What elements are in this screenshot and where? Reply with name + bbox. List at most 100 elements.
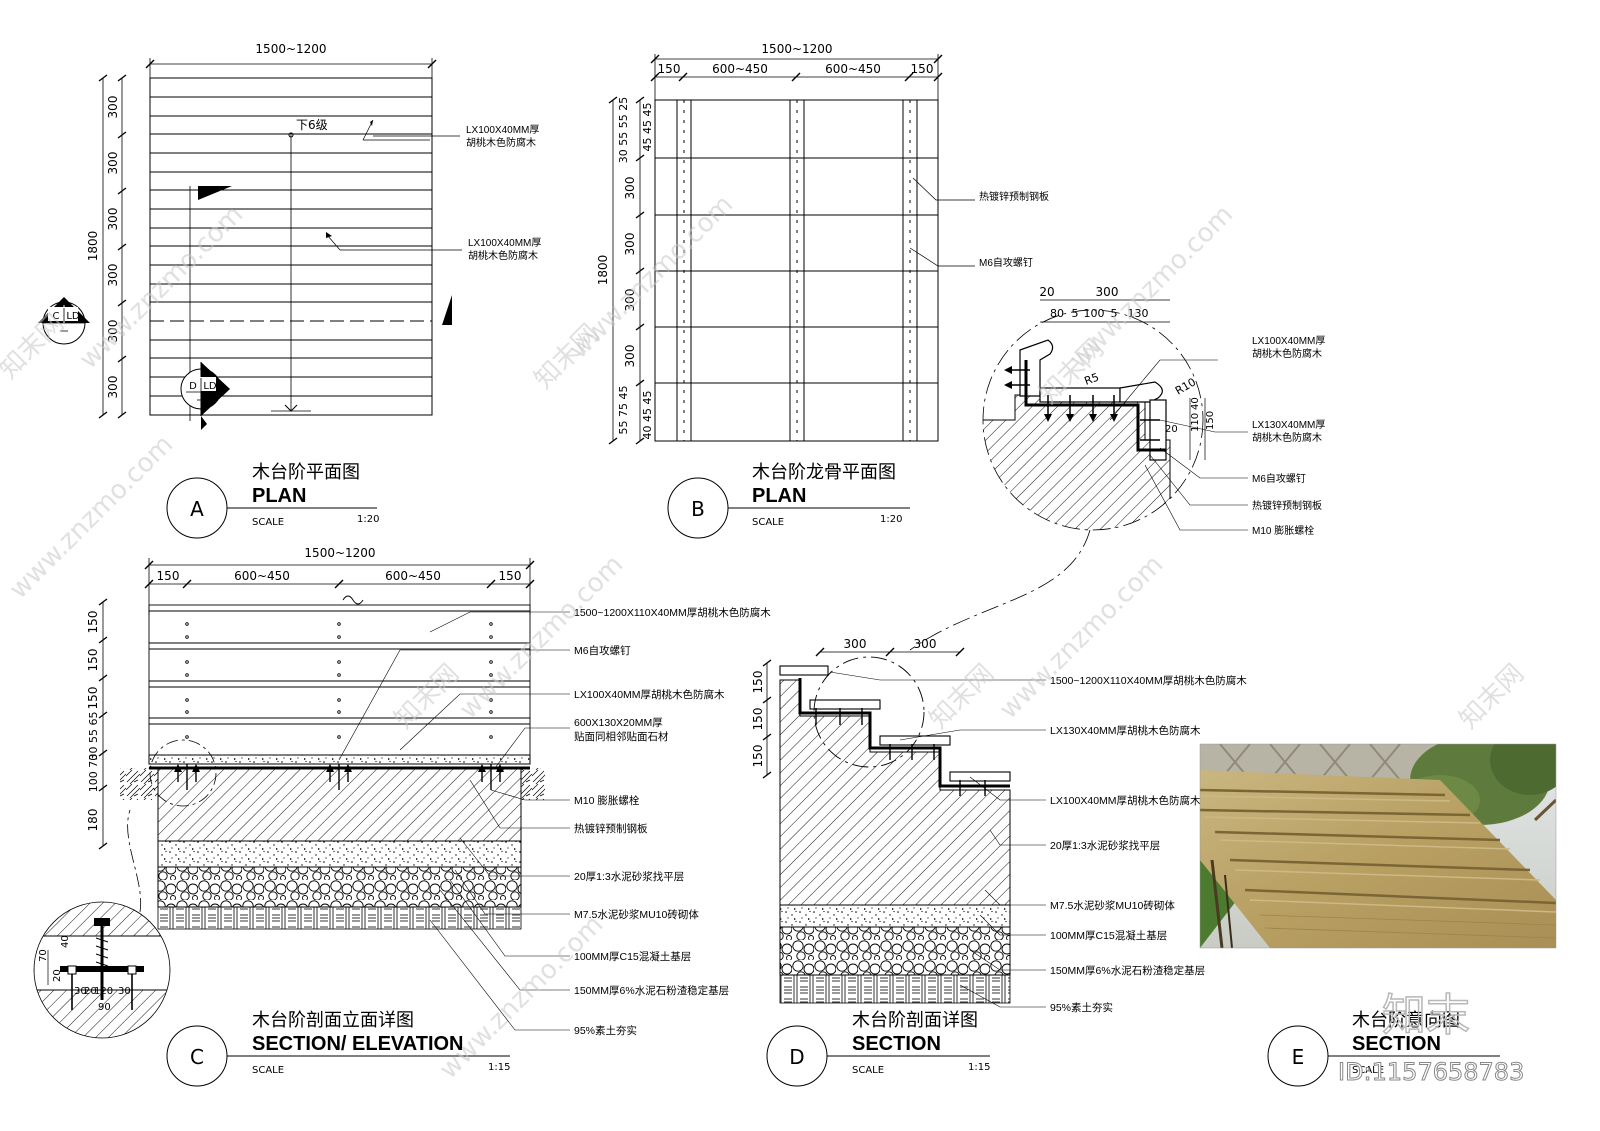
section-d-top-dim: 300 [914, 637, 937, 651]
plan-b-top-small-dims: 30 55 55 25 [617, 97, 630, 163]
section-c-label: M10 膨胀螺栓 [574, 794, 640, 807]
plan-b-row-dim: 300 [623, 289, 637, 312]
panel-b-title-en: PLAN [752, 485, 806, 507]
watermark-logo: 知末 [1382, 990, 1470, 1041]
section-c-label: M7.5水泥砂浆MU10砖砌体 [574, 908, 699, 921]
plan-b-top-dim: 600~450 [712, 62, 768, 76]
section-d-top-dim: 300 [844, 637, 867, 651]
detail-dim: 300 [1096, 285, 1119, 299]
panel-a-plan: 1500~1200 1800 300 300 300 300 300 300 [38, 42, 541, 539]
mini-detail-dim: 120 [94, 986, 113, 997]
section-d-label: LX130X40MM厚胡桃木色防腐木 [1050, 724, 1201, 737]
plan-b-row-dim: 300 [623, 345, 637, 368]
detail-dim: 80 [1050, 307, 1064, 320]
section-c-left-dim: 150 [86, 611, 100, 634]
watermark-brand: 知末网 [529, 319, 605, 395]
detail-dim: 130 [1128, 307, 1149, 320]
panel-e-id: E [1292, 1045, 1305, 1069]
section-marker-d-letter: D [189, 381, 197, 392]
plan-b-top-dim: 600~450 [825, 62, 881, 76]
panel-c-scale-label: SCALE [252, 1065, 284, 1076]
watermark-brand: 知末网 [389, 659, 465, 735]
detail-label: M6自攻螺钉 [1252, 472, 1306, 485]
mini-detail-dim: 30 [118, 986, 131, 997]
down-steps-label: 下6级 [296, 118, 328, 132]
section-c-label: 热镀锌预制钢板 [574, 822, 648, 835]
watermark-url: www.znzmo.com [4, 430, 179, 605]
panel-d-id: D [789, 1045, 804, 1069]
detail-label: LX130X40MM厚 [1252, 419, 1325, 431]
section-c-left-dim: 30 55 65 [87, 712, 100, 761]
section-c-width-dim: 1500~1200 [304, 546, 375, 560]
plan-a-row-dim: 300 [106, 376, 120, 399]
plan-a-row-dim: 300 [106, 208, 120, 231]
watermark-brand: 知末网 [924, 659, 1000, 735]
plan-a-board-label: LX100X40MM厚 [468, 237, 541, 249]
section-d-label: M7.5水泥砂浆MU10砖砌体 [1050, 899, 1175, 912]
section-d-left-dim: 150 [751, 745, 765, 768]
step-nosing-detail: 20 300 80 5 100 5 130 R5 R10 110 40 150 … [909, 285, 1325, 651]
section-marker-d-sheet: LD [203, 381, 217, 392]
plan-a-width-dim: 1500~1200 [255, 42, 326, 56]
detail-side-dim: 110 [1190, 413, 1201, 432]
plan-b-top-small-dims: 45 45 45 [641, 103, 654, 152]
section-d-label: LX100X40MM厚胡桃木色防腐木 [1050, 794, 1201, 807]
detail-label: M10 膨胀螺栓 [1252, 524, 1314, 537]
panel-a-scale-label: SCALE [252, 517, 284, 528]
watermark-url: www.znzmo.com [994, 550, 1169, 725]
panel-d-section: 300 300 150 150 150 [751, 637, 1247, 1087]
watermark-brand: 知末网 [0, 309, 70, 385]
section-c-left-dim: 150 [86, 687, 100, 710]
plan-a-height-dim: 1800 [86, 231, 100, 262]
joist [676, 99, 692, 442]
mini-detail-dim: 90 [98, 1002, 111, 1013]
panel-b-scale-value: 1:20 [880, 514, 902, 525]
panel-b-title-cn: 木台阶龙骨平面图 [752, 462, 896, 483]
section-d-left-dim: 150 [751, 671, 765, 694]
plan-b-height-dim: 1800 [596, 255, 610, 286]
panel-d-scale-label: SCALE [852, 1065, 884, 1076]
detail-radius: R5 [1083, 371, 1101, 388]
panel-c-section-elevation: 1500~1200 150 600~450 600~450 150 150 15… [33, 546, 771, 1087]
plan-a-row-dim: 300 [106, 264, 120, 287]
panel-a-title-cn: 木台阶平面图 [252, 462, 360, 483]
section-c-label: 600X130X20MM厚 [574, 717, 663, 729]
watermark-brand: 知末网 [1454, 659, 1530, 735]
plan-b-top-dim: 150 [911, 62, 934, 76]
detail-label: 热镀锌预制钢板 [1252, 499, 1322, 512]
section-c-top-dim: 150 [499, 569, 522, 583]
panel-c-title-cn: 木台阶剖面立面详图 [252, 1010, 414, 1031]
joist [902, 99, 918, 442]
panel-c-id: C [190, 1045, 204, 1069]
section-c-top-dim: 600~450 [234, 569, 290, 583]
section-marker-c-sheet: LD [66, 311, 80, 322]
watermark-url: www.znzmo.com [74, 200, 249, 375]
section-d-label: 100MM厚C15混凝土基层 [1050, 929, 1167, 942]
plan-b-top-dim: 150 [658, 62, 681, 76]
detail-label: 胡桃木色防腐木 [1252, 431, 1322, 444]
section-d-label: 95%素土夯实 [1050, 1001, 1113, 1014]
section-c-label: 贴面同相邻贴面石材 [574, 730, 669, 743]
detail-dim: 100 [1084, 307, 1105, 320]
section-d-label: 150MM厚6%水泥石粉渣稳定基层 [1050, 964, 1205, 977]
section-c-label: 100MM厚C15混凝土基层 [574, 950, 691, 963]
section-c-top-dim: 150 [157, 569, 180, 583]
detail-label: 胡桃木色防腐木 [1252, 347, 1322, 360]
panel-a-scale-value: 1:20 [357, 514, 379, 525]
detail-side-dim: 40 [1190, 397, 1201, 410]
plan-b-steel-label: 热镀锌预制钢板 [979, 190, 1049, 203]
section-c-left-dim: 100 70 [87, 754, 100, 793]
panel-a-title-en: PLAN [252, 485, 306, 507]
section-c-label: 95%素土夯实 [574, 1024, 637, 1037]
watermark-id: ID:1157658783 [1338, 1058, 1524, 1086]
panel-c-scale-value: 1:15 [488, 1062, 510, 1073]
section-c-left-dim: 180 [86, 809, 100, 832]
detail-dim: 5 [1111, 307, 1118, 320]
panel-e-scale-label: SCALE [1352, 1065, 1384, 1076]
watermark-layer: www.znzmo.com www.znzmo.com www.znzmo.co… [0, 190, 1530, 1087]
section-d-label: 1500~1200X110X40MM厚胡桃木色防腐木 [1050, 674, 1247, 687]
detail-side-dim: 20 [1165, 424, 1178, 435]
panel-d-title-en: SECTION [852, 1033, 941, 1055]
deck-stairs-photo [1200, 744, 1556, 948]
